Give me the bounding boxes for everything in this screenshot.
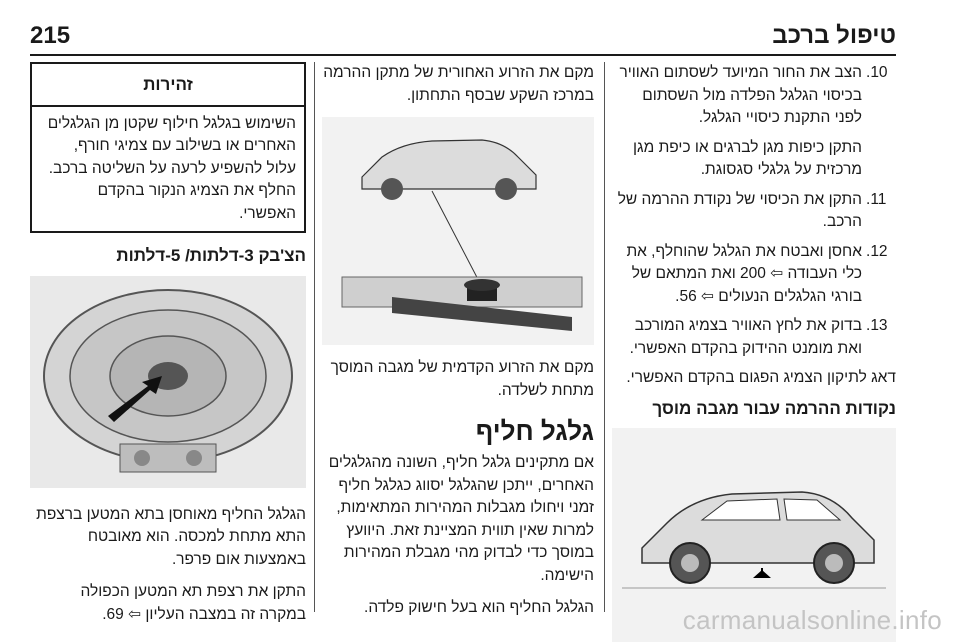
spare-storage-paragraph: הגלגל החליף מאוחסן בתא המטען ברצפת התא מ… <box>36 505 306 568</box>
step-number: 13. <box>866 317 888 334</box>
running-head: טיפול ברכב <box>772 22 896 49</box>
page-number: 215 <box>30 22 71 49</box>
step-13: 13. בדוק את לחץ האוויר בצמיג המורכב ואת … <box>612 315 896 360</box>
spare-wheel-icon <box>30 275 306 488</box>
step-text: התקן את הכיסוי של נקודת ההרמה של הרכב. <box>617 190 862 231</box>
front-jack-caption: מקם את הזרוע הקדמית של מגבה המוסך מתחת ל… <box>330 359 594 399</box>
column-separator <box>604 62 605 612</box>
step-text: בדוק את לחץ האוויר בצמיג המורכב ואת מומנ… <box>629 317 862 357</box>
step-10: 10. הצב את החור המיועד לשסתום האוויר בכי… <box>612 62 896 130</box>
left-column: זהירות השימוש בגלגל חילוף שקטן מן הגלגלי… <box>30 62 306 626</box>
warning-text: השימוש בגלגל חילוף שקטן מן הגלגלים האחרי… <box>47 114 296 222</box>
step-text: הצב את החור המיועד לשסתום האוויר בכיסוי … <box>619 64 862 126</box>
step-12: 12. אחסן ואבטח את הגלגל שהוחלף, את כלי ה… <box>612 241 896 309</box>
cargo-floor-paragraph: התקן את רצפת תא המטען הכפולה במקרה זה במ… <box>80 583 307 623</box>
header-rule <box>30 54 896 56</box>
lift-points-heading: נקודות ההרמה עבור מגבה מוסך <box>652 398 896 418</box>
step-number: 11. <box>866 190 887 208</box>
lift-points-figure <box>612 428 896 642</box>
middle-column: מקם את הזרוע האחורית של מתקן ההרמה במרכז… <box>322 62 594 620</box>
tire-repair-note: דאג לתיקון הצמיג הפגום בהקדם האפשרי. <box>626 369 896 386</box>
spare-wheel-heading: גלגל חליף <box>475 416 594 446</box>
page-header: 215 טיפול ברכב <box>30 22 896 56</box>
jack-position-figure <box>322 117 594 345</box>
step-text: אחסן ואבטח את הגלגל שהוחלף, את כלי העבוד… <box>626 242 862 305</box>
warning-box: זהירות השימוש בגלגל חילוף שקטן מן הגלגלי… <box>30 62 306 233</box>
column-separator <box>314 62 315 612</box>
warning-title: זהירות <box>32 64 304 107</box>
car-side-icon <box>612 428 896 642</box>
model-subheading: הצ'בק 3-דלתות/ 5-דלתות <box>116 246 306 265</box>
rear-lift-instruction: מקם את הזרוע האחורית של מתקן ההרמה במרכז… <box>323 64 594 104</box>
step-number: 12. <box>866 242 888 260</box>
steel-rim-paragraph: הגלגל החליף הוא בעל חישוק פלדה. <box>364 599 594 616</box>
right-column: 10. הצב את החור המיועד לשסתום האוויר בכי… <box>612 62 896 642</box>
step-10-followup: התקן כיפות מגן לברגים או כיפת מגן מרכזית… <box>633 138 862 179</box>
spare-wheel-paragraph: אם מתקינים גלגל חליף, השונה מהגלגלים האח… <box>328 454 594 584</box>
jack-icon <box>322 117 594 345</box>
watermark: carmanualsonline.info <box>682 605 942 635</box>
spare-wheel-figure <box>30 275 306 488</box>
step-11: 11. התקן את הכיסוי של נקודת ההרמה של הרכ… <box>612 189 896 234</box>
step-number: 10. <box>866 64 888 81</box>
